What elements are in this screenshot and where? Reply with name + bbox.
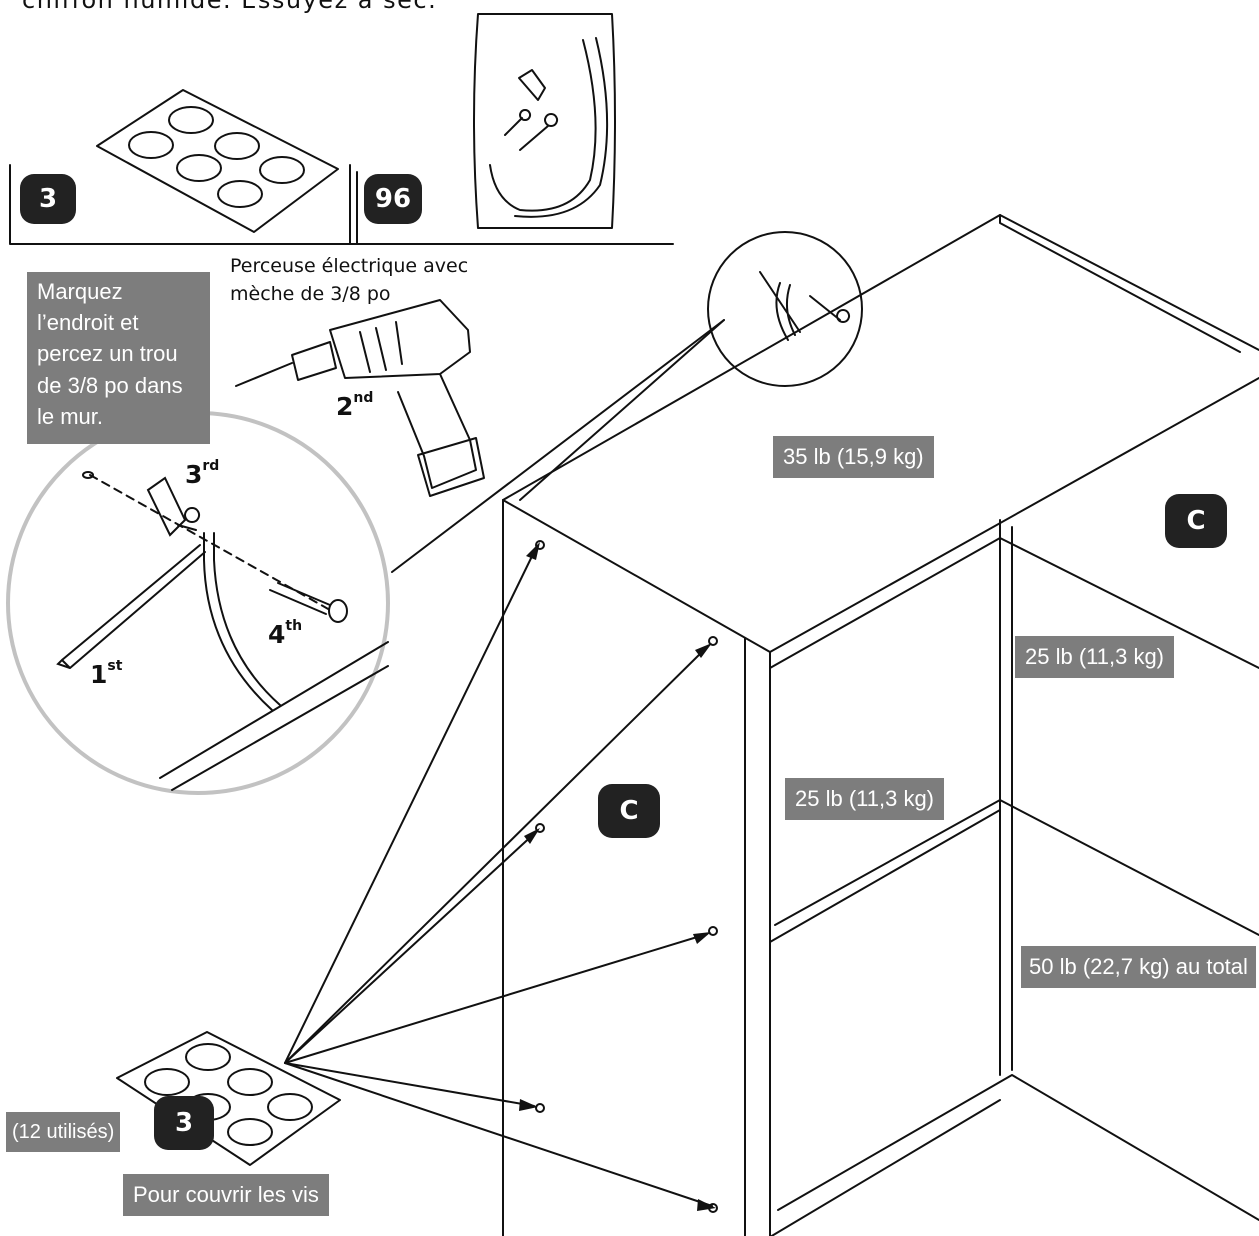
weight-shelf-middle: 25 lb (11,3 kg) bbox=[785, 778, 945, 820]
weight-top: 35 lb (15,9 kg) bbox=[773, 436, 934, 478]
parts-shelf-line bbox=[9, 164, 674, 245]
caps-used-note: (12 utilisés) bbox=[6, 1112, 121, 1152]
cap-arrows bbox=[284, 547, 713, 1207]
weight-shelf-upper-right: 25 lb (11,3 kg) bbox=[1015, 636, 1175, 678]
step-2-label: 2nd bbox=[336, 389, 374, 421]
caps-count-badge: 3 bbox=[20, 174, 76, 224]
zoom-connector-upper bbox=[519, 319, 725, 501]
weight-total: 50 lb (22,7 kg) au total bbox=[1021, 946, 1256, 988]
step-3-label: 3rd bbox=[185, 457, 220, 489]
cabinet-label-top: C bbox=[1165, 494, 1227, 548]
zoom-circle-top bbox=[707, 231, 863, 387]
zoom-circle-left bbox=[6, 411, 390, 795]
mark-drill-instruction: Marquez l’endroit et percez un trou de 3… bbox=[27, 272, 210, 444]
hardware-count-badge: 96 bbox=[364, 174, 422, 224]
zoom-connector-lower bbox=[391, 319, 725, 573]
caps-count-bottom-badge: 3 bbox=[154, 1096, 214, 1150]
step-4-label: 4th bbox=[268, 617, 303, 649]
cap-sheet-bottom-icon bbox=[116, 1031, 341, 1166]
drill-icon bbox=[235, 299, 485, 497]
step-1-label: 1st bbox=[90, 657, 123, 689]
cabinet-outline bbox=[502, 214, 1259, 1236]
cabinet-label-side: C bbox=[598, 784, 660, 838]
intro-text: chiffon humide. Essuyez à sec. bbox=[22, 0, 438, 14]
caps-purpose-note: Pour couvrir les vis bbox=[123, 1174, 329, 1216]
hardware-bag-icon bbox=[473, 13, 616, 229]
cap-sheet-icon bbox=[96, 89, 339, 233]
drill-label: Perceuse électrique avec mèche de 3/8 po bbox=[230, 255, 469, 305]
